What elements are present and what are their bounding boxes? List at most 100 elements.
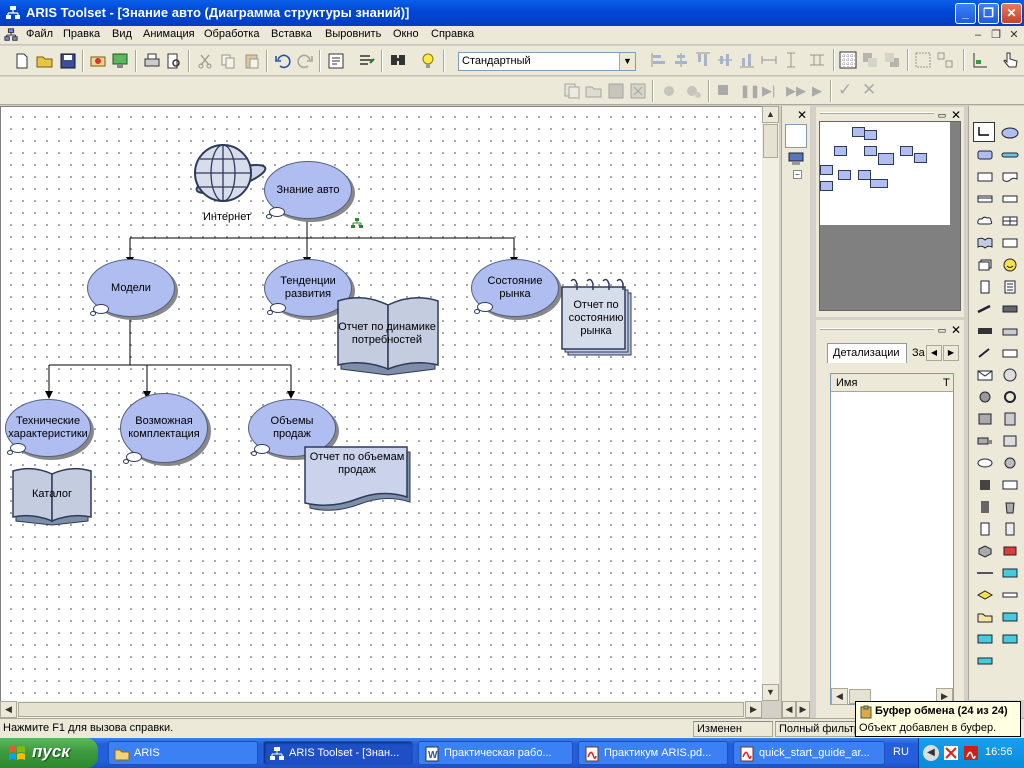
mail-symbol-icon[interactable]	[976, 368, 994, 382]
doc-needs-report[interactable]: Отчет по динамике потребностей	[338, 321, 436, 346]
align-top-icon[interactable]	[693, 50, 713, 70]
frame-symbol-icon[interactable]	[1001, 236, 1019, 250]
tray-app-icon[interactable]	[943, 745, 959, 761]
menu-processing[interactable]: Обработка	[204, 28, 260, 40]
envelope-symbol-icon[interactable]	[1001, 478, 1019, 492]
restore-button[interactable]: ❐	[978, 3, 999, 24]
mdi-restore-button[interactable]: ❐	[991, 29, 1001, 41]
trash-symbol-icon[interactable]	[1001, 500, 1019, 514]
rect-symbol-icon[interactable]	[976, 148, 994, 162]
node-models[interactable]: Модели	[87, 259, 175, 317]
database-tree-icon[interactable]	[788, 152, 804, 166]
align-left-icon[interactable]	[649, 50, 669, 70]
stop-icon[interactable]	[718, 85, 728, 95]
task-word-doc[interactable]: W Практическая рабо...	[418, 741, 573, 765]
pen-symbol-icon[interactable]	[976, 302, 994, 316]
properties-icon[interactable]	[326, 51, 346, 71]
task-aris-toolset[interactable]: ARIS Toolset - [Знан...	[263, 741, 413, 765]
document-icon[interactable]	[4, 28, 18, 42]
diagram-canvas[interactable]: Интернет Знание авто Модели Тенденции ра…	[0, 106, 762, 701]
tab-next-icon[interactable]: ▶	[943, 345, 959, 361]
photo-symbol-icon[interactable]	[1001, 434, 1019, 448]
cyan-bar-symbol-icon[interactable]	[976, 654, 994, 668]
cyan-box-symbol-icon[interactable]	[1001, 610, 1019, 624]
to-front-icon[interactable]	[860, 50, 880, 70]
task-aris-folder[interactable]: ARIS	[108, 741, 258, 765]
save-icon[interactable]	[58, 51, 78, 71]
menu-view[interactable]: Вид	[112, 28, 132, 40]
step-icon[interactable]: ▶|	[762, 83, 776, 98]
floppy-symbol-icon[interactable]	[976, 478, 994, 492]
menu-edit[interactable]: Правка	[63, 28, 101, 40]
cyan-box2-symbol-icon[interactable]	[976, 632, 994, 646]
ellipse-symbol-icon[interactable]	[1001, 126, 1019, 140]
globe-symbol-icon[interactable]	[1001, 368, 1019, 382]
column-name[interactable]: Имя	[836, 377, 858, 389]
folder-symbol-icon[interactable]	[976, 610, 994, 624]
file-symbol-icon[interactable]	[976, 522, 994, 536]
scroll-down-icon[interactable]: ▼	[762, 684, 779, 701]
cycle-symbol-icon[interactable]	[1001, 390, 1019, 404]
format-icon[interactable]	[356, 51, 376, 71]
open-model-icon[interactable]	[584, 81, 604, 101]
scroll-left-icon[interactable]: ◀	[831, 688, 848, 705]
delete-model-icon[interactable]	[628, 81, 648, 101]
page-symbol-icon[interactable]	[976, 280, 994, 294]
scroll-left-icon[interactable]: ◀	[782, 701, 796, 718]
doc-sales-report[interactable]: Отчет по объемам продаж	[309, 451, 405, 476]
scroll-thumb[interactable]	[18, 702, 744, 717]
pause-icon[interactable]: ❚❚	[740, 84, 761, 98]
to-back-icon[interactable]	[882, 50, 902, 70]
scroll-left-icon[interactable]: ◀	[0, 701, 17, 718]
menu-align[interactable]: Выровнить	[325, 28, 382, 40]
node-config[interactable]: Возможная комплектация	[120, 393, 208, 463]
scroll-up-icon[interactable]: ▲	[762, 106, 779, 123]
close-icon[interactable]: ✕	[796, 108, 808, 122]
bar-symbol-icon[interactable]	[976, 324, 994, 338]
layout-icon[interactable]	[970, 50, 990, 70]
gear-symbol-icon[interactable]	[976, 390, 994, 404]
print-icon[interactable]	[142, 51, 162, 71]
assignment-icon[interactable]	[350, 217, 364, 230]
cyan-rect-symbol-icon[interactable]	[1001, 566, 1019, 580]
tab-prev-icon[interactable]: ◀	[926, 345, 942, 361]
scroll-right-icon[interactable]: ▶	[745, 701, 762, 718]
save-model-icon[interactable]	[606, 81, 626, 101]
minimize-button[interactable]: _	[955, 3, 976, 24]
paste-icon[interactable]	[242, 51, 262, 71]
tray-expand-icon[interactable]: ◀	[923, 745, 939, 761]
menu-insert[interactable]: Вставка	[271, 28, 312, 40]
canvas-vertical-scrollbar[interactable]: ▲ ▼	[762, 106, 779, 701]
align-middle-icon[interactable]	[715, 50, 735, 70]
tape-symbol-icon[interactable]	[1001, 192, 1019, 206]
truck-symbol-icon[interactable]	[976, 434, 994, 448]
task-pdf-practicum[interactable]: Практикум ARIS.pd...	[578, 741, 728, 765]
mdi-close-button[interactable]: ✕	[1009, 29, 1019, 41]
details-list[interactable]: Имя Т ◀ ▶	[830, 373, 954, 705]
distribute-vertical-icon[interactable]	[781, 50, 801, 70]
cancel-icon[interactable]: ✕	[862, 80, 877, 99]
grid-symbol-icon[interactable]	[1001, 214, 1019, 228]
style-dropdown[interactable]: Стандартный ▼	[458, 52, 636, 71]
play-icon[interactable]: ▶	[812, 83, 822, 98]
tab-details[interactable]: Детализации	[827, 343, 907, 363]
model-icon[interactable]	[110, 51, 130, 71]
check-icon[interactable]: ✓	[838, 80, 853, 99]
box-symbol-icon[interactable]	[976, 170, 994, 184]
doc-catalog[interactable]: Каталог	[32, 488, 72, 500]
close-icon[interactable]: ✕	[950, 108, 962, 122]
fast-forward-icon[interactable]: ▶▶	[786, 83, 806, 98]
undo-icon[interactable]	[273, 51, 293, 71]
tray-symbol-icon[interactable]	[1001, 346, 1019, 360]
phone-symbol-icon[interactable]	[976, 500, 994, 514]
grid-icon[interactable]	[838, 50, 858, 70]
distribute-horizontal-icon[interactable]	[759, 50, 779, 70]
mdi-minimize-button[interactable]: –	[974, 29, 982, 41]
disk-symbol-icon[interactable]	[1001, 302, 1019, 316]
clipboard-tooltip[interactable]: Буфер обмена (24 из 24) Объект добавлен …	[855, 701, 1021, 737]
doc-market-report[interactable]: Отчет по состоянию рынка	[568, 299, 624, 337]
group-icon[interactable]	[913, 50, 933, 70]
tray-pdf-icon[interactable]	[963, 745, 979, 761]
menu-file[interactable]: Файл	[26, 28, 54, 40]
find-icon[interactable]	[388, 51, 408, 71]
